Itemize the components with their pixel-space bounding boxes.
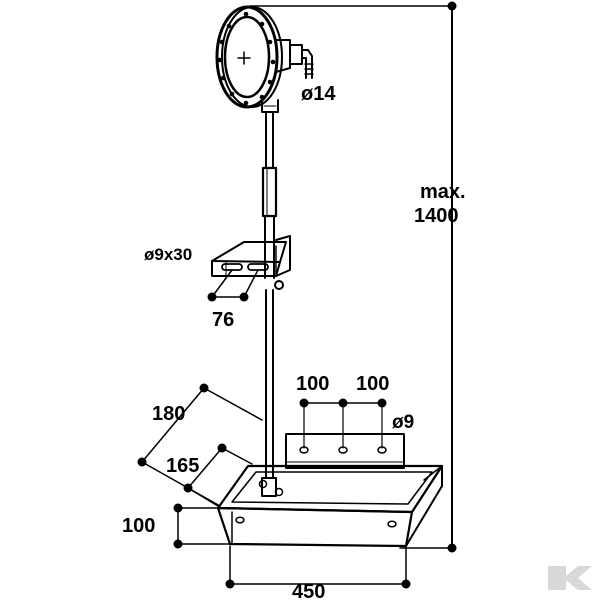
width-450-label: 450 <box>292 581 325 600</box>
hole-diameter-label: ø9 <box>392 412 414 433</box>
depth-165-dimension <box>183 443 253 507</box>
height-dimension <box>249 1 457 553</box>
tray <box>216 433 444 548</box>
depth-180-dimension <box>137 383 263 507</box>
lamp-bolt-label: ø14 <box>301 83 336 105</box>
kramp-logo <box>548 566 592 590</box>
hole-spacing-left-label: 100 <box>296 373 329 395</box>
height-100-dimension <box>173 503 231 549</box>
depth-180-label: 180 <box>152 403 185 425</box>
height-max-value: 1400 <box>414 205 459 227</box>
wall-bracket <box>211 235 291 277</box>
pole <box>258 111 284 497</box>
depth-165-label: 165 <box>166 455 199 477</box>
height-100-label: 100 <box>122 515 155 537</box>
hole-spacing-dimension <box>299 398 387 449</box>
hole-spacing-right-label: 100 <box>356 373 389 395</box>
lamp-head <box>215 5 314 113</box>
width-450-dimension <box>225 545 411 589</box>
bracket-slot-label: ø9x30 <box>144 245 192 264</box>
height-max-label: max. <box>420 181 466 203</box>
bracket-spacing-label: 76 <box>212 309 234 331</box>
bracket-spacing-dimension <box>207 269 259 302</box>
